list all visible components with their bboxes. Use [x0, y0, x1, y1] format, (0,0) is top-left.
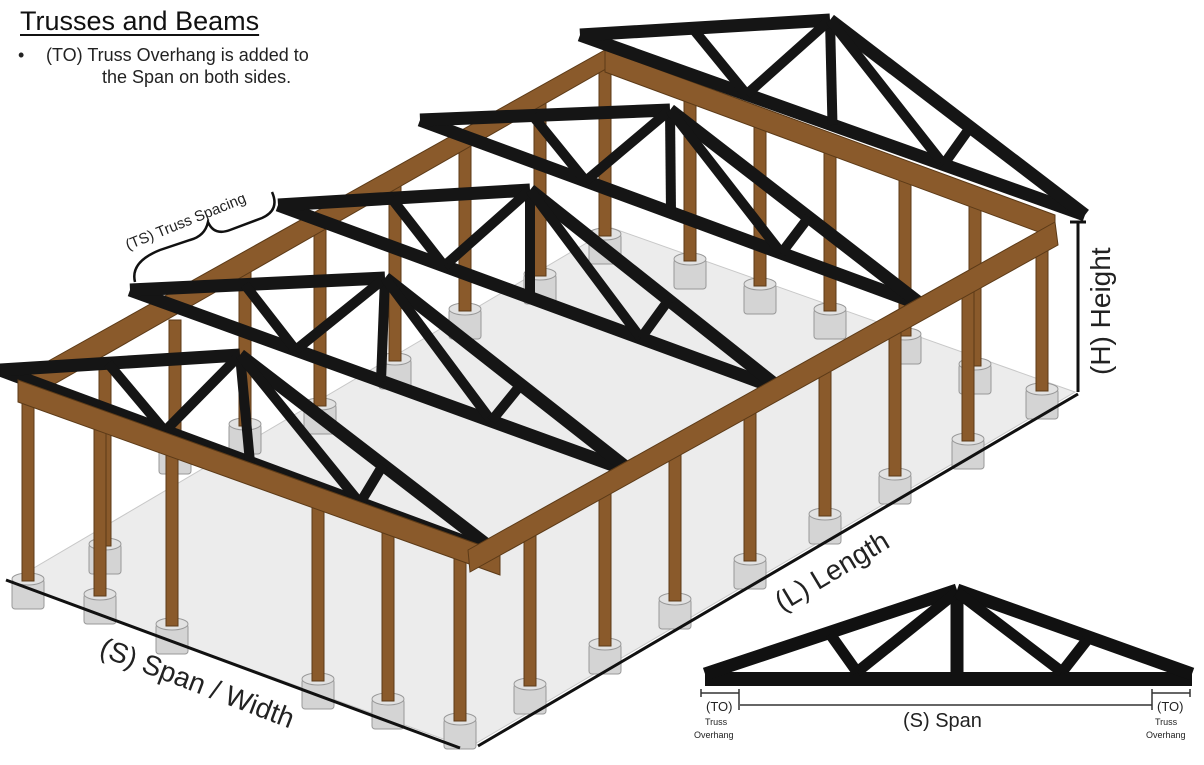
- truss-detail: (TO) Truss Overhang (S) Span (TO) Truss …: [694, 583, 1195, 740]
- overhang-right-line2: Overhang: [1146, 730, 1186, 740]
- truss-web: [525, 187, 645, 342]
- truss-web: [104, 360, 169, 435]
- truss-web: [582, 106, 674, 185]
- truss-spacing-brace: [133, 191, 276, 283]
- trusses: [0, 13, 1089, 562]
- front-post: [165, 444, 179, 627]
- truss-3: [275, 183, 787, 397]
- length-dimension-line: [477, 392, 1079, 748]
- overhang-note: • (TO) Truss Overhang is added to the Spa…: [18, 44, 309, 88]
- front-post: [961, 279, 975, 442]
- truss-web: [743, 16, 834, 99]
- truss-web: [528, 112, 590, 185]
- front-post: [743, 404, 757, 562]
- bullet: •: [18, 45, 25, 65]
- height-label: (H) Height: [1085, 247, 1116, 375]
- truss-king-post: [665, 109, 676, 213]
- truss-web: [487, 381, 525, 425]
- front-post: [668, 444, 682, 602]
- overhang-right-line1: Truss: [1155, 717, 1178, 727]
- front-post: [598, 479, 612, 647]
- truss-web: [240, 281, 300, 354]
- overhang-left-line2: Overhang: [694, 730, 734, 740]
- back-post: [313, 224, 327, 407]
- truss-web: [441, 186, 534, 270]
- front-posts: [11, 221, 1059, 750]
- back-post: [458, 139, 472, 312]
- truss-web: [387, 195, 449, 270]
- truss-web: [161, 351, 244, 435]
- diagram-title: Trusses and Beams: [20, 6, 260, 36]
- truss-2: [127, 271, 637, 479]
- overhang-left-abbr: (TO): [706, 699, 732, 714]
- back-post: [753, 119, 767, 287]
- truss-king-post: [376, 277, 390, 382]
- truss-web: [380, 275, 496, 425]
- truss-web: [826, 16, 948, 168]
- front-post: [93, 419, 107, 597]
- truss-4: [417, 103, 926, 312]
- back-post: [598, 59, 612, 237]
- front-post: [1035, 239, 1049, 392]
- truss-top-chord-right: [380, 272, 637, 478]
- truss-top-chord-right: [525, 184, 787, 396]
- truss-top-chord-left: [277, 183, 531, 212]
- truss-top-chord-left: [0, 348, 241, 377]
- truss-web: [666, 106, 786, 257]
- truss-web: [636, 297, 673, 342]
- truss-top-chord-left: [419, 103, 671, 127]
- right-beam: [467, 221, 1059, 573]
- truss-web: [355, 462, 388, 506]
- truss-top-chord-right: [666, 104, 926, 311]
- truss-top-chord-left: [129, 271, 386, 297]
- front-post: [453, 554, 467, 722]
- overhang-left-line1: Truss: [705, 717, 728, 727]
- truss-web: [688, 25, 751, 98]
- front-post: [311, 499, 325, 682]
- truss-king-post: [825, 19, 838, 126]
- truss-top-chord-right: [236, 349, 504, 561]
- span-detail-label: (S) Span: [903, 710, 982, 732]
- front-post: [523, 524, 537, 687]
- truss-top-chord-right: [826, 14, 1089, 221]
- truss-5: [577, 13, 1089, 222]
- truss-web: [236, 351, 364, 507]
- front-post: [888, 324, 902, 477]
- truss-king-post: [235, 354, 255, 463]
- truss-spacing-label: (TS) Truss Spacing: [123, 190, 248, 254]
- note-line-1: (TO) Truss Overhang is added to: [46, 45, 309, 65]
- overhang-right-abbr: (TO): [1157, 699, 1183, 714]
- front-post: [818, 359, 832, 517]
- front-post: [21, 394, 35, 582]
- truss-web: [777, 214, 813, 257]
- note-line-2: the Span on both sides.: [102, 67, 292, 87]
- front-post: [381, 524, 395, 702]
- truss-top-chord-left: [579, 13, 831, 42]
- truss-web: [939, 124, 975, 168]
- span-dimension-line: [5, 578, 461, 750]
- truss-web: [292, 274, 389, 354]
- front-beam: [17, 379, 501, 576]
